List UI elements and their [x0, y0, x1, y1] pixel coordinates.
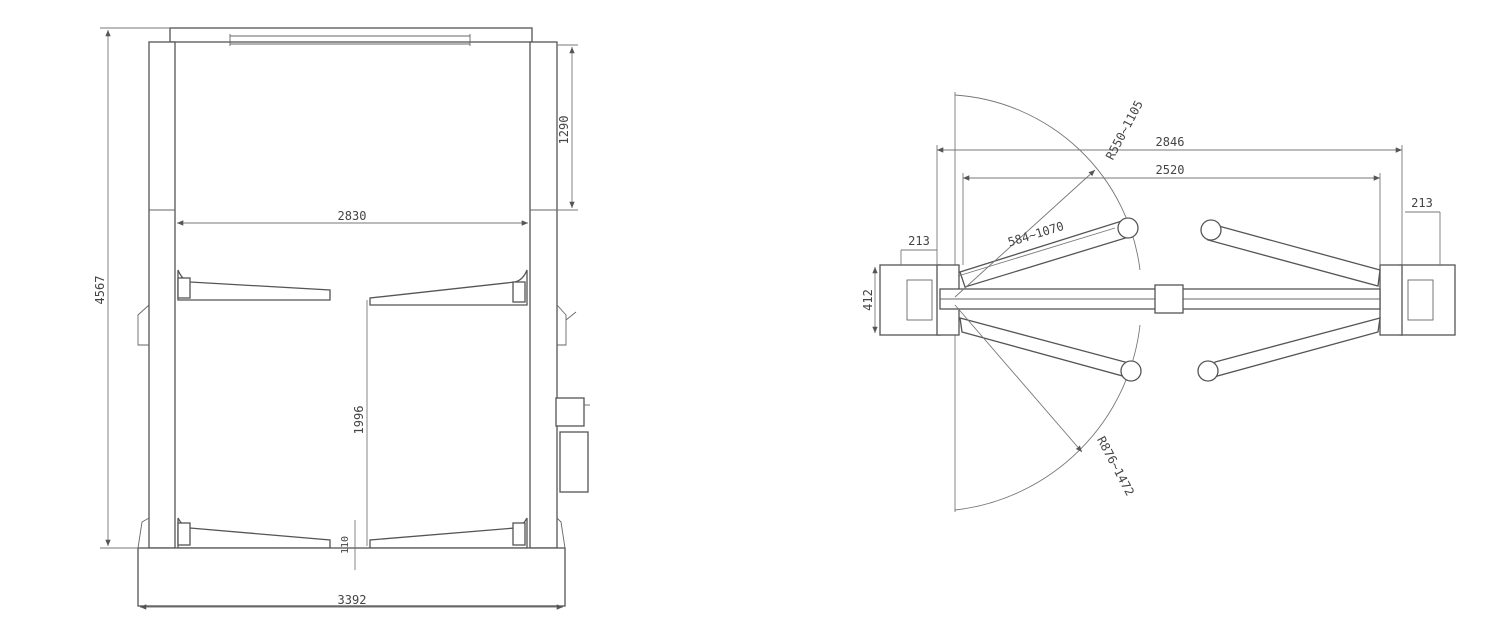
upper-arms — [177, 269, 528, 306]
dim-overhead-clearance: 1290 — [557, 116, 571, 145]
dim-min-pad-height: 110 — [340, 536, 351, 554]
dim-overall-width: 3392 — [338, 593, 367, 607]
dim-top-inner-width: 2520 — [1156, 163, 1185, 177]
dim-lift-height: 1996 — [352, 406, 366, 435]
dim-rear-arm-radius: R876~1472 — [1094, 434, 1137, 498]
dim-overall-height: 4567 — [93, 276, 107, 305]
dim-post-offset-left: 213 — [908, 234, 930, 248]
dim-post-depth: 412 — [861, 289, 875, 311]
top-view: 2846 2520 213 213 412 R550~1105 584~1070… — [861, 92, 1456, 512]
right-post — [1379, 264, 1456, 336]
left-column — [137, 41, 176, 549]
front-view: 4567 1290 2830 1996 110 3392 — [93, 27, 590, 610]
lift-arms — [959, 217, 1381, 382]
top-beam — [169, 27, 533, 46]
dim-inner-width: 2830 — [338, 209, 367, 223]
right-column — [529, 41, 577, 549]
dim-front-arm-radius: R550~1105 — [1103, 98, 1146, 162]
power-unit — [555, 397, 590, 493]
lower-arms — [177, 517, 528, 549]
dim-top-overall-width: 2846 — [1156, 135, 1185, 149]
dim-post-offset-right: 213 — [1411, 196, 1433, 210]
floor-cover-plate — [939, 284, 1381, 314]
